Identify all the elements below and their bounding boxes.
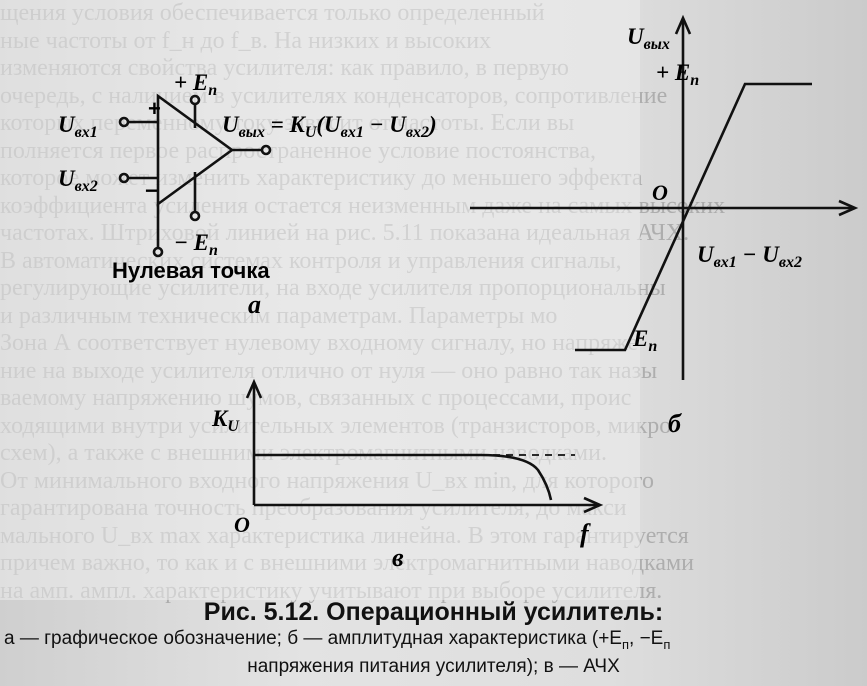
plus-input-sign: + [148, 96, 161, 121]
output-formula: Uвых = KU(Uвх1 − Uвх2) [222, 112, 437, 141]
ground-label: Нулевая точка [112, 258, 270, 283]
transfer-curve [575, 82, 812, 352]
y-axis-arrow [674, 14, 692, 35]
fig-c-y-label: KU [211, 406, 240, 435]
figure-panel [0, 0, 640, 600]
fig-a-opamp [118, 93, 272, 258]
fig-c-letter: в [392, 543, 404, 572]
supply-neg-label: − Eп [174, 230, 218, 259]
fig-b-pos-sat-label: + Eп [656, 60, 699, 89]
input1-terminal [118, 116, 130, 128]
fig-c-x-label: f [580, 519, 591, 548]
supply-neg-terminal [189, 210, 201, 222]
fig-b-y-label: Uвых [627, 24, 670, 53]
figure-caption-line2: напряжения питания усилителя); в — АЧХ [247, 656, 620, 677]
input2-label: Uвх2 [58, 166, 98, 195]
supply-pos-label: + Eп [174, 70, 217, 99]
supply-pos-terminal [189, 94, 201, 106]
fig-b-origin: O [652, 180, 668, 205]
fig-a-letter: а [248, 290, 261, 319]
fig-b-x-label: Uвх1 − Uвх2 [697, 242, 802, 271]
x-axis-arrow [838, 199, 859, 217]
fig-c-frequency-response [245, 378, 604, 514]
ground-terminal [152, 246, 164, 258]
fig-b-neg-sat-label: Eп [632, 326, 657, 355]
kc-x-axis-arrow [583, 496, 604, 514]
figure-caption-line1: а — графическое обозначение; б — амплиту… [4, 628, 671, 652]
input1-label: Uвх1 [58, 112, 98, 141]
input2-terminal [118, 172, 130, 184]
minus-input-sign: − [145, 178, 158, 203]
fig-b-amplitude-characteristic [470, 14, 859, 380]
fig-b-letter: б [668, 409, 682, 438]
output-terminal [260, 144, 272, 156]
fig-c-origin: O [234, 512, 250, 537]
kc-y-axis-arrow [245, 378, 263, 399]
figure-caption-title: Рис. 5.12. Операционный усилитель: [203, 598, 664, 626]
